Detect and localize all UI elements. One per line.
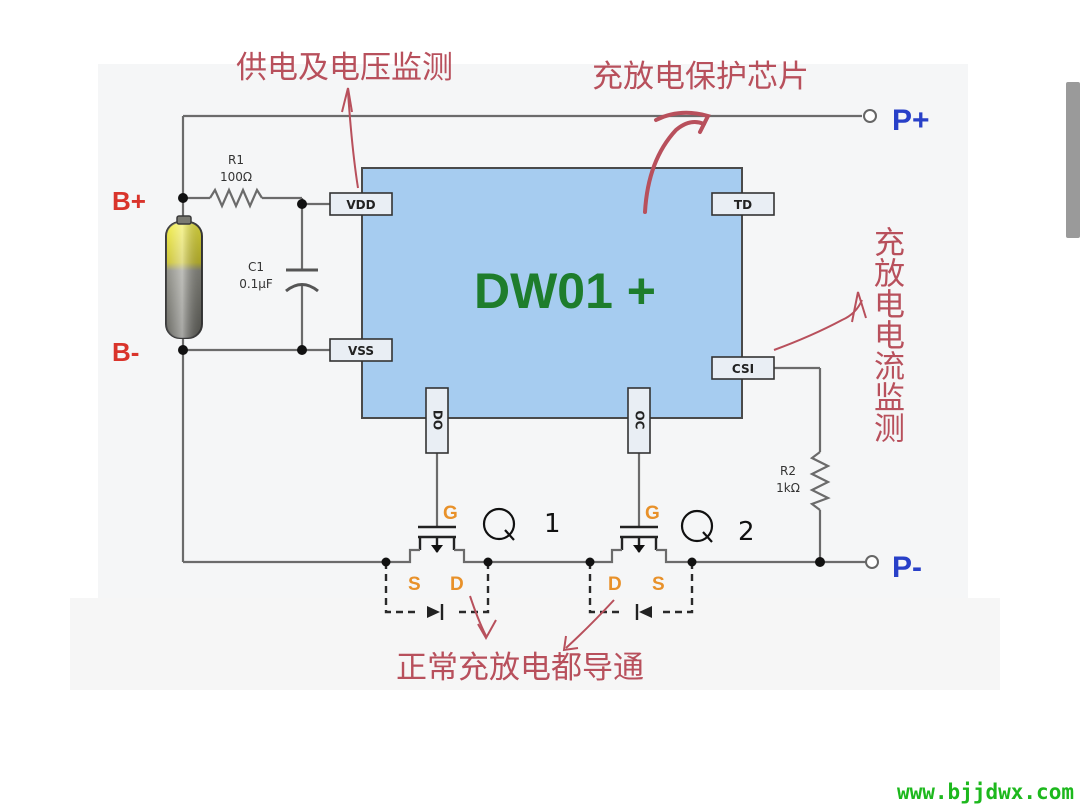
q1-tail (504, 529, 515, 541)
pin-vdd: VDD (346, 198, 375, 212)
mosfet-q1 (381, 525, 493, 620)
label-b-minus: B- (112, 337, 139, 367)
q1-circle (482, 507, 516, 541)
node-pminus (815, 557, 825, 567)
chip-name: DW01 + (474, 263, 656, 319)
q1-source-label: S (408, 574, 421, 595)
q2-source-label: S (652, 574, 665, 595)
node-vss (297, 345, 307, 355)
pin-vss-box (329, 338, 393, 362)
q2-tail (702, 531, 713, 543)
node-bminus (178, 345, 188, 355)
c1-value: 0.1μF (239, 277, 273, 291)
arrow-protection-chip (643, 120, 706, 214)
pin-csi: CSI (732, 362, 754, 376)
c1-plate-bottom (285, 283, 319, 293)
pin-csi-box (711, 356, 775, 380)
pin-vss: VSS (348, 344, 374, 358)
r1-name: R1 (228, 153, 244, 167)
r2-name: R2 (780, 464, 796, 478)
arrowhead-protection-chip (654, 110, 711, 134)
dw01-chip (361, 167, 743, 419)
q2-label: Q 2 (684, 513, 729, 543)
q1-label: Q 1 (486, 511, 531, 541)
pin-oc-box (627, 387, 651, 454)
pin-do-box (425, 387, 449, 454)
pin-oc: OC (633, 410, 647, 429)
annotation-supply-monitor: 供电及电压监测 (236, 50, 453, 86)
lower-panel (70, 598, 1000, 690)
terminal-pminus-circle (865, 555, 879, 569)
line-current-monitor (773, 299, 863, 351)
q1-gate-label: G (443, 503, 458, 524)
q2-gate-label: G (645, 503, 660, 524)
r1-resistor (209, 187, 263, 209)
label-p-plus: P+ (892, 104, 930, 137)
arrowhead-current-monitor (851, 291, 867, 323)
annotation-current-monitor: 充放电电流监测 (868, 226, 905, 443)
r2-resistor (809, 451, 831, 511)
terminal-pplus-circle (863, 109, 877, 123)
pin-td-box (711, 192, 775, 216)
scrollbar-thumb[interactable] (1066, 82, 1080, 238)
arrow-supply-monitor (341, 87, 353, 113)
annotation-conduct: 正常充放电都导通 (396, 650, 644, 686)
q1-digit: 1 (544, 509, 561, 539)
wires (181, 114, 866, 564)
line-supply-monitor (347, 91, 359, 189)
label-p-minus: P- (892, 551, 922, 584)
r2-value: 1kΩ (776, 481, 800, 495)
q2-drain-label: D (608, 574, 622, 595)
pin-do: DO (431, 410, 445, 430)
q2-digit: 2 (738, 517, 755, 547)
q1-drain-label: D (450, 574, 464, 595)
c1-name: C1 (248, 260, 264, 274)
arrow-conduct-right (565, 599, 615, 649)
arrow-conduct-left (469, 595, 487, 637)
r1-value: 100Ω (220, 170, 252, 184)
arrowhead-conduct-right (562, 635, 579, 652)
pin-vdd-box (329, 192, 393, 216)
q2-circle (680, 509, 714, 543)
battery (165, 215, 203, 339)
arrowhead-conduct-left (477, 619, 497, 641)
node-vdd (297, 199, 307, 209)
pin-td: TD (734, 198, 752, 212)
label-b-plus: B+ (112, 186, 146, 216)
watermark: www.bjjdwx.com (897, 780, 1074, 804)
mosfet-q2 (585, 525, 697, 620)
annotation-protection-chip: 充放电保护芯片 (592, 59, 809, 95)
node-bplus (178, 193, 188, 203)
